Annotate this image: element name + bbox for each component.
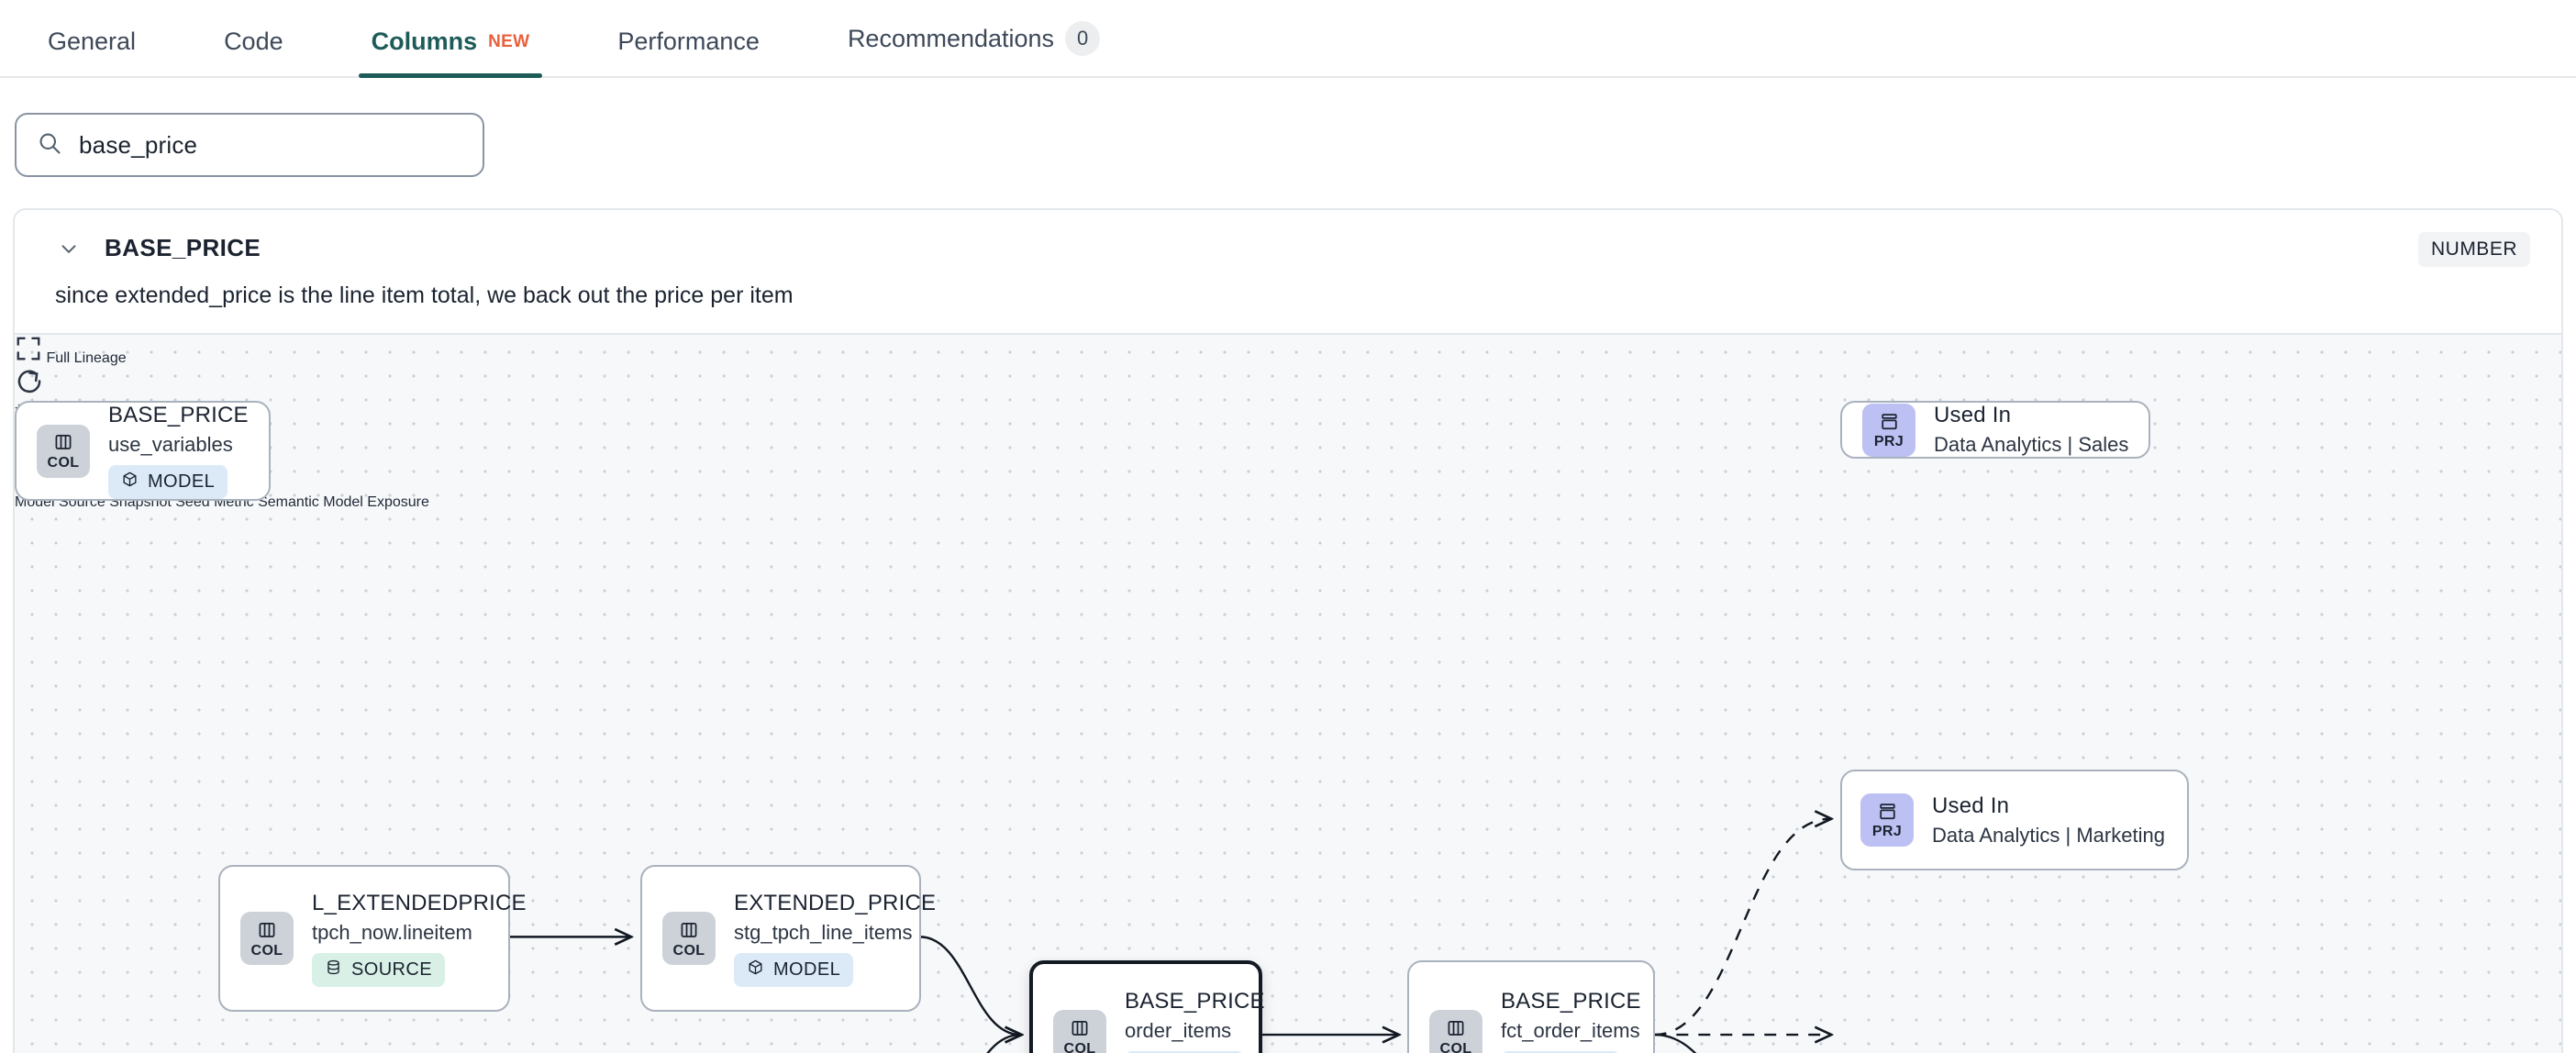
tab-label: Code: [224, 28, 283, 55]
column-header: BASE_PRICE NUMBER: [15, 210, 2561, 267]
lenses-button[interactable]: Lenses: [15, 434, 2561, 464]
node-title: BASE_PRICE: [108, 403, 249, 427]
legend-item-exposure: Exposure: [367, 494, 429, 510]
tab-label: Columns: [371, 28, 478, 55]
chip-label: COL: [1063, 1040, 1096, 1053]
project-chip: PRJ: [1862, 403, 1915, 457]
column-chip: COL: [240, 912, 294, 965]
search-icon: [37, 130, 62, 161]
node-tag-label: SOURCE: [351, 959, 432, 980]
lenses-group: Lenses Relationships: [15, 434, 2561, 494]
node-subtitle: stg_tpch_line_items: [734, 920, 913, 944]
full-lineage-label: Full Lineage: [46, 350, 127, 366]
node-body: Used In Data Analytics | Marketing: [1932, 793, 2165, 848]
node-body: L_EXTENDEDPRICE tpch_now.lineitem SOURCE: [312, 891, 527, 987]
node-type-tag: MODEL: [1125, 1050, 1245, 1053]
node-title: BASE_PRICE: [1125, 988, 1265, 1014]
node-subtitle: fct_order_items: [1501, 1018, 1640, 1042]
node-tag-label: MODEL: [148, 471, 216, 492]
tab-label: General: [48, 28, 137, 55]
tab-columns[interactable]: Columns NEW: [358, 28, 543, 78]
chip-label: PRJ: [1871, 824, 1903, 839]
column-panel: BASE_PRICE NUMBER since extended_price i…: [13, 208, 2563, 1053]
tab-label: Performance: [617, 28, 760, 55]
node-type-tag: MODEL: [108, 465, 228, 499]
node-type-legend: Model Source Snapshot Seed Metric: [15, 494, 2561, 511]
full-lineage-button[interactable]: Full Lineage: [15, 335, 2561, 367]
tab-code[interactable]: Code: [224, 28, 283, 76]
node-body: BASE_PRICE order_items MODEL: [1125, 989, 1265, 1053]
node-body: BASE_PRICE use_variables MODEL: [108, 403, 249, 499]
relationships-dropdown[interactable]: Relationships: [15, 464, 2561, 494]
node-title: BASE_PRICE: [1501, 988, 1641, 1014]
refresh-icon: [15, 370, 44, 400]
chip-label: COL: [250, 942, 283, 959]
node-subtitle: order_items: [1125, 1018, 1232, 1042]
lineage-node-base-price-order-items[interactable]: COL BASE_PRICE order_items MODEL: [1029, 960, 1265, 1053]
column-chip: COL: [37, 424, 90, 478]
zoom-controls: + −: [15, 401, 2561, 434]
column-chip: COL: [662, 912, 716, 965]
tab-count-badge: 0: [1065, 21, 1101, 56]
tab-bar: General Code Columns NEW Performance Rec…: [0, 0, 2576, 78]
node-title: Used In: [1934, 403, 2012, 427]
zoom-in-button[interactable]: +: [15, 401, 2561, 417]
legend-item-semantic-model: Semantic Model: [258, 494, 367, 510]
lineage-node-base-price-fct-order-items[interactable]: COL BASE_PRICE fct_order_items MODEL: [1407, 960, 1655, 1053]
column-chip: COL: [1053, 1010, 1106, 1053]
chip-label: COL: [1439, 1040, 1472, 1053]
page-title: BASE_PRICE: [105, 234, 261, 261]
node-type-tag: SOURCE: [312, 952, 445, 987]
project-chip: PRJ: [1860, 793, 1914, 847]
node-title: L_EXTENDEDPRICE: [312, 890, 527, 915]
chip-label: PRJ: [1873, 433, 1904, 449]
graph-bottom-toolbar: Lenses Relationships: [15, 434, 2561, 511]
lineage-node-base-price-use-variables[interactable]: COL BASE_PRICE use_variables MODEL: [15, 401, 271, 501]
lineage-node-project-sales[interactable]: PRJ Used In Data Analytics | Sales: [1840, 401, 2151, 459]
chip-label: COL: [47, 455, 80, 471]
node-body: EXTENDED_PRICE stg_tpch_line_items MODEL: [734, 891, 936, 987]
node-subtitle: Data Analytics | Sales: [1934, 433, 2129, 456]
legend-label: Semantic Model: [258, 494, 363, 510]
database-icon: [325, 959, 342, 981]
node-subtitle: Data Analytics | Marketing: [1932, 823, 2165, 847]
node-body: BASE_PRICE fct_order_items MODEL: [1501, 989, 1641, 1053]
tab-recommendations[interactable]: Recommendations 0: [847, 21, 1101, 76]
node-tag-label: MODEL: [773, 959, 841, 980]
node-title: EXTENDED_PRICE: [734, 890, 937, 915]
column-type-badge: NUMBER: [2417, 232, 2530, 267]
node-body: Used In Data Analytics | Sales: [1934, 403, 2128, 457]
tab-general[interactable]: General: [48, 28, 136, 76]
lineage-node-project-marketing[interactable]: PRJ Used In Data Analytics | Marketing: [1840, 770, 2189, 870]
refresh-button[interactable]: [15, 367, 2561, 401]
search-input[interactable]: base_price: [15, 113, 484, 177]
node-subtitle: use_variables: [108, 433, 233, 456]
cube-icon: [121, 471, 139, 493]
node-type-tag: MODEL: [1501, 1050, 1621, 1053]
node-subtitle: tpch_now.lineitem: [312, 920, 472, 944]
node-title: Used In: [1932, 793, 2010, 818]
lineage-node-l-extendedprice[interactable]: COL L_EXTENDEDPRICE tpch_now.lineitem SO…: [218, 865, 527, 1012]
tab-new-badge: NEW: [488, 31, 530, 51]
chevron-down-icon[interactable]: [57, 237, 81, 260]
tab-performance[interactable]: Performance: [617, 28, 760, 76]
search-input-value: base_price: [79, 130, 198, 159]
graph-top-controls: Full Lineage: [15, 335, 2561, 401]
column-chip: COL: [1429, 1010, 1482, 1053]
node-type-tag: MODEL: [734, 952, 854, 987]
zoom-out-button[interactable]: −: [15, 417, 2561, 434]
chip-label: COL: [672, 942, 705, 959]
expand-icon: [15, 337, 46, 366]
lineage-node-extended-price[interactable]: COL EXTENDED_PRICE stg_tpch_line_items M…: [640, 865, 936, 1012]
column-description: since extended_price is the line item to…: [55, 283, 794, 308]
lineage-graph-canvas[interactable]: Full Lineage COL L_EXTENDEDPRIC: [15, 333, 2561, 1053]
tab-label: Recommendations: [847, 24, 1055, 52]
cube-icon: [747, 959, 764, 981]
search-area: base_price: [0, 78, 2576, 177]
legend-label: Exposure: [367, 494, 429, 510]
